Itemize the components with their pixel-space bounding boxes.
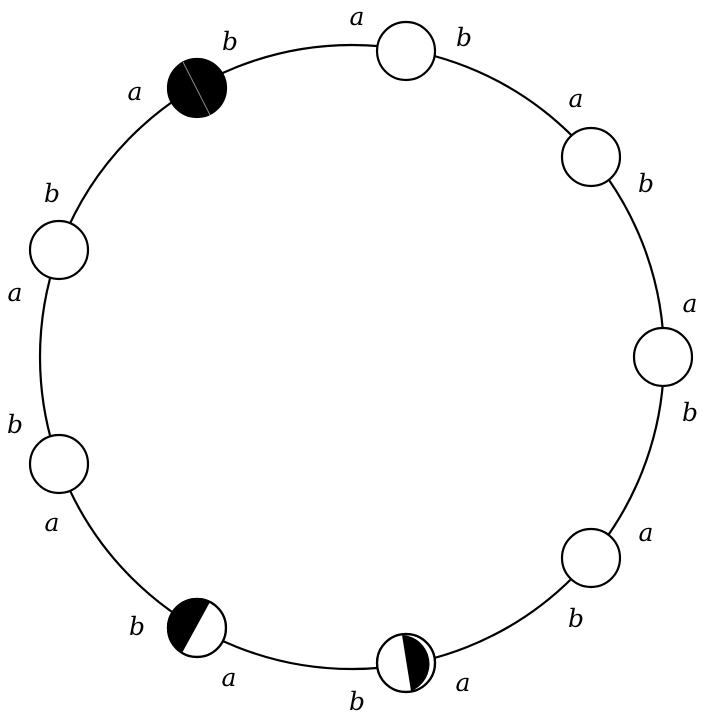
node-circle: [166, 57, 228, 119]
node-n4: [560, 527, 622, 589]
node-label-a: a: [222, 663, 237, 692]
node-label-a: a: [456, 668, 471, 697]
node-label-b: b: [129, 612, 145, 641]
node-label-b: b: [638, 169, 654, 198]
node-n6: [166, 597, 228, 659]
node-circle: [560, 126, 622, 188]
node-n3: [632, 326, 694, 388]
node-label-a: a: [45, 508, 60, 537]
node-label-b: b: [456, 23, 472, 52]
node-n2: [560, 126, 622, 188]
node-circle: [28, 219, 90, 281]
node-label-a: a: [639, 518, 654, 547]
node-label-b: b: [222, 27, 238, 56]
node-label-a: a: [8, 278, 23, 307]
node-label-b: b: [349, 687, 365, 716]
node-half-fill: [166, 598, 210, 653]
node-label-a: a: [128, 77, 143, 106]
node-n8: [28, 219, 90, 281]
node-n9: [166, 57, 228, 119]
node-circle: [166, 597, 228, 659]
node-label-b: b: [7, 410, 23, 439]
node-label-b: b: [568, 604, 584, 633]
node-n1: [375, 20, 437, 82]
node-label-b: b: [44, 179, 60, 208]
node-circle: [560, 527, 622, 589]
node-circle: [28, 433, 90, 495]
node-n5: [375, 632, 437, 694]
node-divider: [182, 61, 211, 116]
node-half-fill: [402, 635, 430, 691]
node-n7: [28, 433, 90, 495]
node-circle: [375, 632, 437, 694]
node-label-a: a: [569, 84, 584, 113]
node-label-b: b: [682, 398, 698, 427]
node-label-a: a: [350, 2, 365, 31]
node-circle: [632, 326, 694, 388]
node-circle: [375, 20, 437, 82]
node-label-a: a: [683, 289, 698, 318]
